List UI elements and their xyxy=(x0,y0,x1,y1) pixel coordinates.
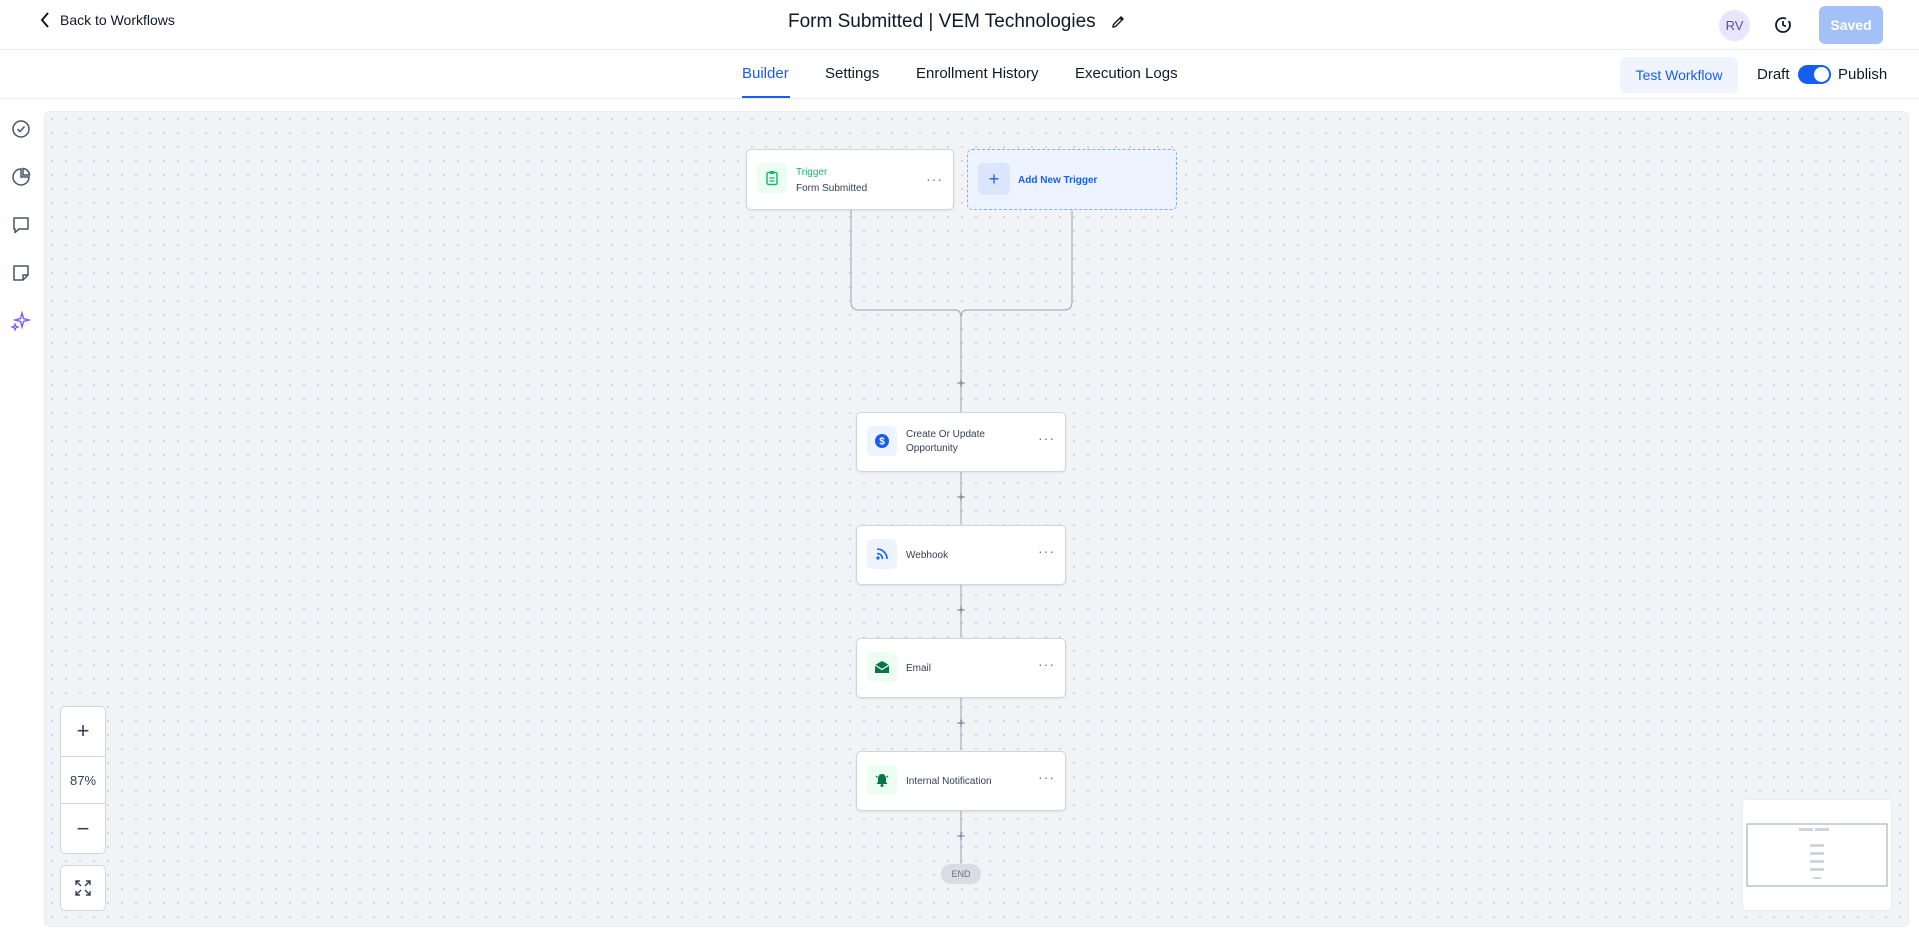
publish-label: Publish xyxy=(1838,66,1888,83)
envelope-icon xyxy=(867,652,897,682)
zoom-out-button[interactable]: − xyxy=(76,816,90,841)
tab-builder[interactable]: Builder xyxy=(742,65,789,82)
comment-icon[interactable] xyxy=(10,214,32,236)
sparkles-icon[interactable] xyxy=(10,310,32,332)
add-trigger-label: Add New Trigger xyxy=(1018,175,1098,186)
tab-execution-logs[interactable]: Execution Logs xyxy=(1075,65,1178,82)
action-label: Internal Notification xyxy=(906,776,992,787)
action-node-opportunity[interactable]: $ Create Or Update Opportunity ··· xyxy=(856,412,1066,472)
workflow-title-text: Form Submitted | VEM Technologies xyxy=(788,11,1096,32)
toggle-knob xyxy=(1814,67,1829,82)
fit-view-button[interactable] xyxy=(60,865,106,911)
history-icon[interactable] xyxy=(1772,14,1794,36)
add-new-trigger-button[interactable]: + Add New Trigger xyxy=(967,149,1177,210)
end-marker: END xyxy=(941,864,981,884)
chevron-left-icon xyxy=(40,12,49,28)
action-label: Create Or Update Opportunity xyxy=(906,429,985,454)
left-sidebar xyxy=(0,100,44,936)
bell-icon xyxy=(867,765,897,795)
add-step-button[interactable]: + xyxy=(956,375,966,392)
trigger-node[interactable]: Trigger Form Submitted ··· xyxy=(746,149,954,210)
svg-text:$: $ xyxy=(879,437,885,448)
saved-button[interactable]: Saved xyxy=(1819,6,1883,44)
edit-pencil-icon[interactable] xyxy=(1110,14,1126,30)
action-menu-button[interactable]: ··· xyxy=(1038,543,1055,559)
action-menu-button[interactable]: ··· xyxy=(1038,430,1055,446)
trigger-menu-button[interactable]: ··· xyxy=(926,171,943,187)
minimap[interactable] xyxy=(1742,799,1892,911)
add-step-button[interactable]: + xyxy=(956,715,966,732)
action-label: Webhook xyxy=(906,550,949,561)
clipboard-icon xyxy=(757,163,787,193)
zoom-level: 87% xyxy=(61,756,105,804)
back-label: Back to Workflows xyxy=(60,12,175,28)
rss-icon xyxy=(867,539,897,569)
workflow-canvas[interactable]: Trigger Form Submitted ··· + Add New Tri… xyxy=(44,111,1909,927)
dollar-icon: $ xyxy=(867,426,897,456)
test-workflow-button[interactable]: Test Workflow xyxy=(1620,57,1738,93)
action-node-internal-notification[interactable]: Internal Notification ··· xyxy=(856,751,1066,811)
action-node-webhook[interactable]: Webhook ··· xyxy=(856,525,1066,585)
publish-toggle[interactable] xyxy=(1798,65,1831,84)
action-menu-button[interactable]: ··· xyxy=(1038,769,1055,785)
plus-icon: + xyxy=(978,163,1010,195)
minimap-preview xyxy=(1746,823,1888,887)
trigger-subtitle: Form Submitted xyxy=(796,183,868,194)
action-label: Email xyxy=(906,663,932,674)
back-to-workflows-link[interactable]: Back to Workflows xyxy=(40,12,175,28)
user-avatar[interactable]: RV xyxy=(1719,10,1750,41)
note-icon[interactable] xyxy=(10,262,32,284)
draft-label: Draft xyxy=(1757,66,1790,83)
trigger-title: Trigger xyxy=(796,167,828,178)
check-circle-icon[interactable] xyxy=(10,118,32,140)
add-step-button[interactable]: + xyxy=(956,602,966,619)
pie-chart-icon[interactable] xyxy=(10,166,32,188)
workflow-title: Form Submitted | VEM Technologies xyxy=(788,11,1126,33)
zoom-controls: + 87% − xyxy=(60,706,106,854)
add-step-button[interactable]: + xyxy=(956,489,966,506)
tab-settings[interactable]: Settings xyxy=(825,65,880,82)
tab-enrollment-history[interactable]: Enrollment History xyxy=(916,65,1039,82)
tab-bar: Builder Settings Enrollment History Exec… xyxy=(0,50,1919,99)
action-menu-button[interactable]: ··· xyxy=(1038,656,1055,672)
expand-icon xyxy=(75,880,91,896)
connector-lines xyxy=(850,210,1073,864)
active-tab-indicator xyxy=(742,96,790,98)
add-step-button[interactable]: + xyxy=(956,828,966,845)
zoom-in-button[interactable]: + xyxy=(76,718,90,743)
top-bar: Back to Workflows Form Submitted | VEM T… xyxy=(0,0,1919,50)
action-node-email[interactable]: Email ··· xyxy=(856,638,1066,698)
